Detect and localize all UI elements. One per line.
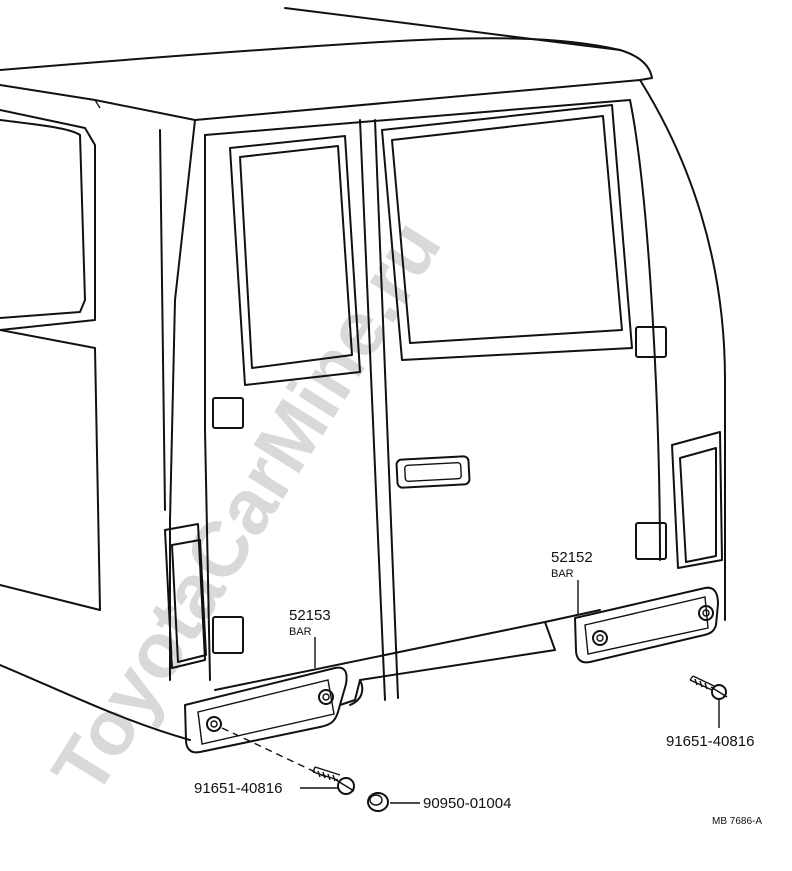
plug-90950 bbox=[367, 792, 389, 812]
figure-code: MB 7686-A bbox=[712, 816, 762, 827]
rear-bumper-panel bbox=[214, 609, 601, 706]
bolt-left bbox=[312, 766, 355, 795]
van-side-body bbox=[0, 109, 191, 741]
left-door-window bbox=[229, 135, 361, 386]
bar-52153 bbox=[184, 666, 348, 754]
door-handle bbox=[395, 455, 471, 489]
part-name-bar-left: BAR bbox=[289, 626, 312, 638]
part-number-52153: 52153 bbox=[289, 607, 331, 624]
door-hinges bbox=[212, 326, 667, 654]
part-number-bolt-right: 91651-40816 bbox=[666, 733, 754, 750]
tail-lamp-left bbox=[164, 523, 207, 669]
part-number-plug: 90950-01004 bbox=[423, 795, 511, 812]
right-door-window bbox=[381, 104, 633, 361]
bar-52152 bbox=[574, 586, 719, 664]
bolt-right bbox=[689, 675, 728, 700]
tail-lamp-right bbox=[671, 431, 723, 569]
part-number-52152: 52152 bbox=[551, 549, 593, 566]
van-roof bbox=[0, 7, 653, 121]
leader-lines bbox=[221, 580, 720, 804]
part-name-bar-right: BAR bbox=[551, 568, 574, 580]
part-number-bolt-left: 91651-40816 bbox=[194, 780, 282, 797]
van-rear-body bbox=[169, 79, 726, 701]
